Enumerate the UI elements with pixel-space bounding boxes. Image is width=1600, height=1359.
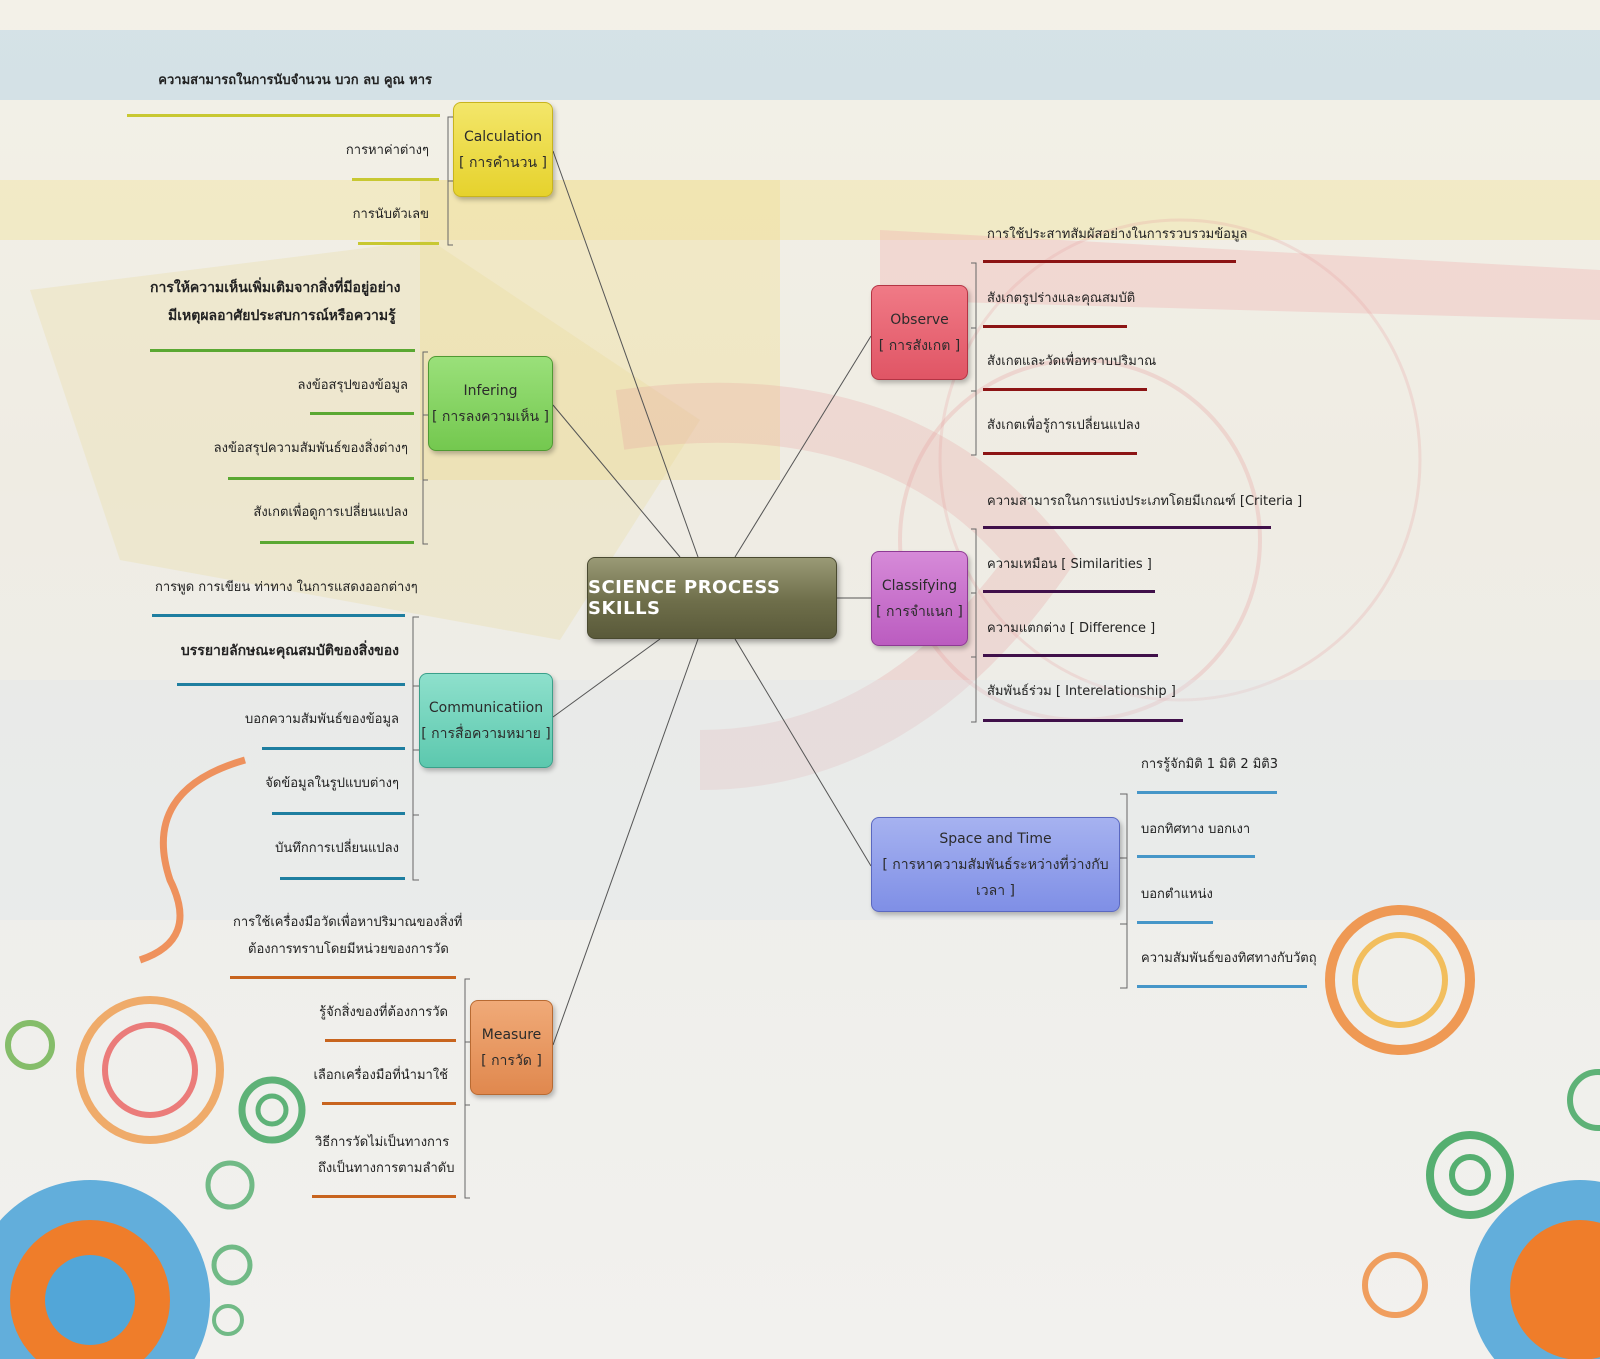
communication-item-2: บรรยายลักษณะคุณสมบัติของสิ่งของ [180,643,399,659]
measure-item-1-underline [230,976,456,979]
communication-item-3: บอกความสัมพันธ์ของข้อมูล [245,712,399,727]
topic-communication-subtitle: [ การสื่อความหมาย ] [421,725,551,742]
measure-item-4-underline [312,1195,456,1198]
communication-item-5: บันทึกการเปลี่ยนแปลง [275,841,399,856]
infering-item-3-underline [228,477,414,480]
infering-item-2-underline [310,412,414,415]
spacetime-item-3-underline [1137,921,1213,924]
topic-space-and-time[interactable]: Space and Time [ การหาความสัมพันธ์ระหว่า… [871,817,1120,912]
observe-item-2: สังเกตรูปร่างและคุณสมบัติ [987,291,1136,306]
calculation-item-1: ความสามารถในการนับจำนวน บวก ลบ คูณ หาร [158,73,432,88]
topic-observe-subtitle: [ การสังเกต ] [878,337,961,354]
topic-space-and-time-title: Space and Time [939,830,1052,847]
classifying-item-3: ความแตกต่าง [ Difference ] [987,621,1156,636]
infering-item-3: ลงข้อสรุปความสัมพันธ์ของสิ่งต่างๆ [213,441,408,456]
classifying-item-1-underline [983,526,1271,529]
topic-classifying-subtitle: [ การจำแนก ] [876,603,963,620]
measure-item-1b: ต้องการทราบโดยมีหน่วยของการวัด [248,942,449,957]
observe-item-3: สังเกตและวัดเพื่อทราบปริมาณ [987,354,1157,369]
spacetime-item-2: บอกทิศทาง บอกเงา [1141,822,1251,837]
measure-item-2-underline [325,1039,456,1042]
calculation-item-2-underline [352,178,439,181]
topic-infering-title: Infering [463,382,518,399]
infering-item-1b: มีเหตุผลอาศัยประสบการณ์หรือความรู้ [168,308,396,324]
observe-item-1: การใช้ประสาทสัมผัสอย่างในการรวบรวมข้อมูล [987,227,1248,242]
topic-measure-subtitle: [ การวัด ] [481,1052,542,1069]
measure-item-1a: การใช้เครื่องมือวัดเพื่อหาปริมาณของสิ่งท… [233,915,463,930]
topic-communication[interactable]: Communicatiion [ การสื่อความหมาย ] [419,673,553,768]
spacetime-item-1: การรู้จักมิติ 1 มิติ 2 มิติ3 [1141,757,1279,772]
infering-item-4-underline [260,541,414,544]
classifying-item-3-underline [983,654,1158,657]
calculation-item-2: การหาค่าต่างๆ [345,143,429,158]
topic-observe[interactable]: Observe [ การสังเกต ] [871,285,968,380]
observe-item-4-underline [983,452,1137,455]
classifying-item-4-underline [983,719,1183,722]
topic-calculation[interactable]: Calculation [ การคำนวน ] [453,102,553,197]
topic-calculation-title: Calculation [463,128,543,145]
communication-item-5-underline [280,877,405,880]
observe-item-4: สังเกตเพื่อรู้การเปลี่ยนแปลง [987,418,1141,433]
infering-item-1a: การให้ความเห็นเพิ่มเติมจากสิ่งที่มีอยู่อ… [150,280,401,296]
communication-item-2-underline [177,683,405,686]
topic-classifying[interactable]: Classifying [ การจำแนก ] [871,551,968,646]
topic-measure[interactable]: Measure [ การวัด ] [470,1000,553,1095]
classifying-item-1: ความสามารถในการแบ่งประเภทโดยมีเกณฑ์ [Cri… [987,494,1303,509]
infering-item-4: สังเกตเพื่อดูการเปลี่ยนแปลง [253,505,408,520]
calculation-item-3-underline [358,242,439,245]
spacetime-item-1-underline [1137,791,1277,794]
observe-item-3-underline [983,388,1147,391]
infering-item-1-underline [150,349,415,352]
topic-calculation-subtitle: [ การคำนวน ] [459,154,547,171]
topic-space-and-time-subtitle: [ การหาความสัมพันธ์ระหว่างที่ว่างกับเวลา… [882,856,1109,899]
communication-item-4: จัดข้อมูลในรูปแบบต่างๆ [265,776,399,791]
central-topic[interactable]: SCIENCE PROCESS SKILLS [587,557,837,639]
calculation-item-1-underline [127,114,440,117]
topic-communication-title: Communicatiion [428,699,544,716]
measure-item-4b: ถึงเป็นทางการตามลำดับ [318,1161,455,1176]
topic-measure-title: Measure [481,1026,542,1043]
spacetime-item-4: ความสัมพันธ์ของทิศทางกับวัตถุ [1141,951,1317,966]
spacetime-item-3: บอกตำแหน่ง [1141,887,1213,902]
measure-item-3: เลือกเครื่องมือที่นำมาใช้ [313,1068,448,1083]
calculation-item-3: การนับตัวเลข [352,207,429,222]
observe-item-1-underline [983,260,1236,263]
spacetime-item-2-underline [1137,855,1255,858]
measure-item-2: รู้จักสิ่งของที่ต้องการวัด [319,1005,448,1020]
classifying-item-4: สัมพันธ์ร่วม [ Interelationship ] [987,684,1176,699]
measure-item-3-underline [322,1102,456,1105]
measure-item-4a: วิธีการวัดไม่เป็นทางการ [315,1135,450,1150]
topic-infering-subtitle: [ การลงความเห็น ] [432,408,549,425]
communication-item-1: การพูด การเขียน ท่าทาง ในการแสดงออกต่างๆ [155,580,418,595]
spacetime-item-4-underline [1137,985,1307,988]
topic-observe-title: Observe [890,311,949,328]
topic-classifying-title: Classifying [881,577,958,594]
classifying-item-2: ความเหมือน [ Similarities ] [987,557,1152,572]
communication-item-3-underline [262,747,405,750]
infering-item-2: ลงข้อสรุปของข้อมูล [297,378,408,393]
communication-item-1-underline [152,614,405,617]
communication-item-4-underline [272,812,405,815]
observe-item-2-underline [983,325,1127,328]
topic-infering[interactable]: Infering [ การลงความเห็น ] [428,356,553,451]
classifying-item-2-underline [983,590,1155,593]
